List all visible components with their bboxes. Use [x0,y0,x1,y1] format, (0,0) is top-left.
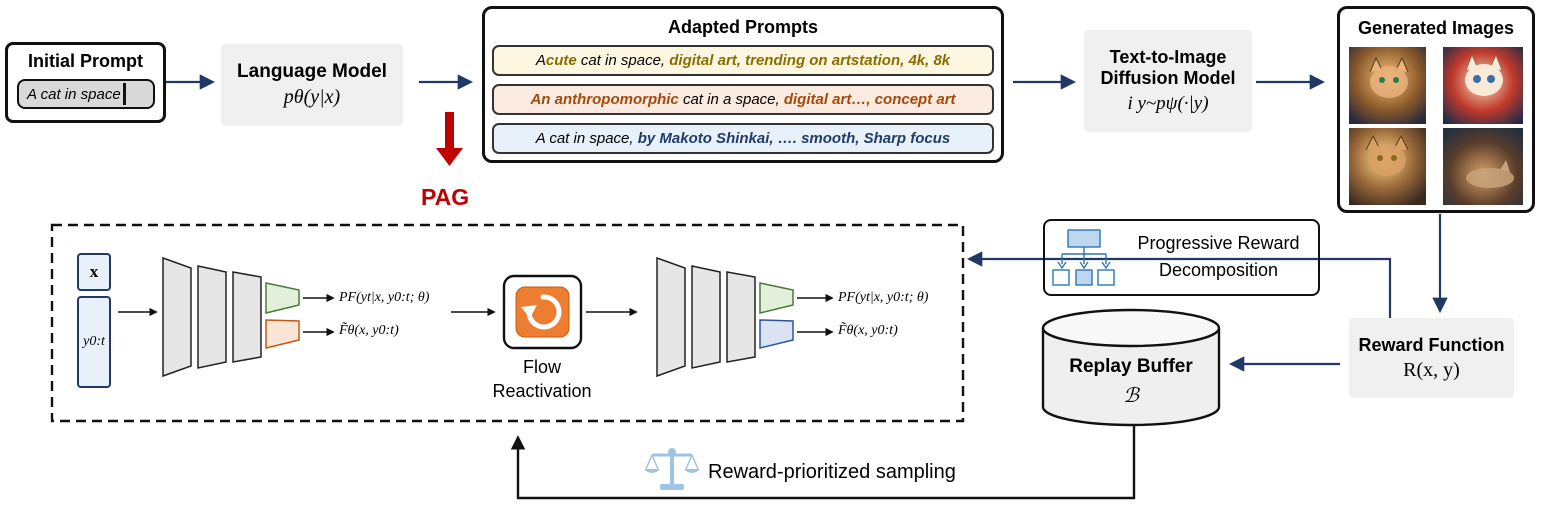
adapted-prompt-row-1: A cute cat in space, digital art, trendi… [492,45,994,76]
adapted-prompt-row-3: A cat in space, by Makoto Shinkai, …. sm… [492,123,994,154]
reward-function-title: Reward Function [1358,334,1505,355]
net2-f-label: F̃θ(x, y0:t) [838,323,898,338]
text-cursor [122,83,126,105]
initial-prompt-title: Initial Prompt [27,51,143,71]
language-model-formula: pθ(y|x) [283,86,341,108]
progressive-reward-box: Progressive Reward Decomposition [1043,219,1320,296]
language-model-title: Language Model [237,61,387,82]
prompt-3-part-2: by Makoto Shinkai, …. smooth, Sharp focu… [637,130,951,147]
hierarchy-icon [1052,229,1115,286]
generated-image-grid [1349,47,1523,205]
prompt-1-part-2: cute [545,52,577,69]
prompt-2-part-3: digital art…, concept art [783,91,956,108]
prompt-2-part-1: An anthropomorphic [530,91,679,108]
prompt-3-part-1: A cat in space, [535,130,638,147]
pag-down-arrow [436,112,463,166]
reward-function-formula: R(x, y) [1403,358,1460,381]
flow-label-line2: Reactivation [492,381,592,401]
generated-images-title: Generated Images [1357,18,1515,38]
balance-scale-icon [644,448,700,490]
diffusion-formula: i y~pψ(·|y) [1127,93,1209,114]
language-model-box: Language Model pθ(y|x) [221,44,403,126]
diffusion-title-line2: Diffusion Model [1100,68,1236,88]
flow-label-line1: Flow [522,357,561,377]
net1-f-label: F̃θ(x, y0:t) [339,323,399,338]
replay-buffer-title: Replay Buffer [1069,356,1193,377]
prompt-1-part-3: cat in space, [576,52,670,69]
flow-reactivation-icon [502,274,583,350]
input-y-box: y0:t [77,296,111,388]
adapted-prompt-row-2: An anthropomorphic cat in a space, digit… [492,84,994,115]
adapted-prompts-title: Adapted Prompts [667,17,818,37]
prompt-2-part-2: cat in a space, [678,91,784,108]
network-1 [162,256,300,378]
initial-prompt-text: A cat in space [27,85,121,103]
input-x-label: x [89,262,99,281]
generated-image-4 [1443,128,1523,205]
replay-buffer-symbol: ℬ [1123,385,1139,407]
prompt-1-part-1: A [535,52,546,69]
pag-label: PAG [421,184,470,210]
progressive-line2: Decomposition [1158,260,1279,280]
network-2 [656,256,794,378]
arrow-reward-to-pag [966,251,1392,318]
net1-pf-label: PF(yt|x, y0:t; θ) [339,290,430,305]
prompt-1-part-4: digital art, trending on artstation, 4k,… [669,52,951,69]
initial-prompt-input[interactable]: A cat in space [17,79,155,109]
generated-images-box: Generated Images [1337,6,1535,213]
adapted-prompts-box: Adapted Prompts A cute cat in space, dig… [482,6,1004,163]
input-y-label: y0:t [83,334,105,349]
net2-pf-label: PF(yt|x, y0:t; θ) [838,290,929,305]
sampling-label: Reward-prioritized sampling [708,461,956,483]
arrow-buffer-to-pag [510,426,1136,500]
input-x-box: x [77,253,111,291]
replay-buffer-cylinder [1041,308,1221,427]
pag-block-border [50,223,965,423]
reward-function-box: Reward Function R(x, y) [1349,318,1514,398]
initial-prompt-box: Initial Prompt A cat in space [5,42,166,123]
diffusion-model-box: Text-to-Image Diffusion Model i y~pψ(·|y… [1084,30,1252,132]
progressive-line1: Progressive Reward [1137,233,1300,253]
diffusion-title-line1: Text-to-Image [1109,47,1227,67]
